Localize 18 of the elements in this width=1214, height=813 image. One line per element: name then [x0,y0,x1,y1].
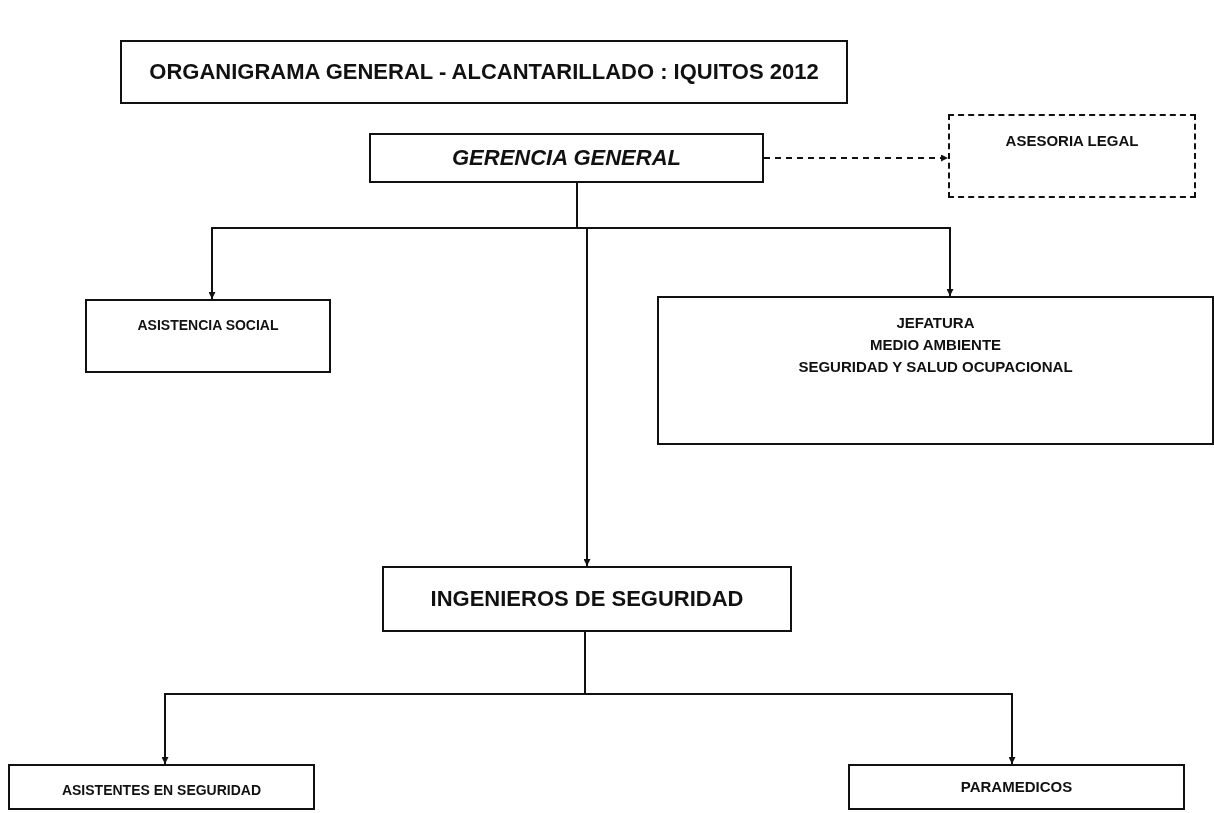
org-box [8,764,315,810]
org-box [369,133,764,183]
box-label: MEDIO AMBIENTE [869,334,1002,355]
box-label: ASISTENCIA SOCIAL [137,316,279,335]
box-label: ASISTENTES EN SEGURIDAD [61,781,262,800]
box-label: JEFATURA [896,313,975,333]
org-box [948,114,1196,198]
dashed-arrow [763,154,949,162]
org-box [382,566,792,632]
box-label: SEGURIDAD Y SALUD OCUPACIONAL [798,356,1073,377]
box-label: GERENCIA GENERAL [452,144,681,173]
box-label: PARAMEDICOS [960,777,1073,798]
org-box [85,299,331,373]
diagram-title: ORGANIGRAMA GENERAL - ALCANTARILLADO : IQUITOS 2012 [149,59,819,85]
org-box [657,296,1214,445]
org-box [848,764,1185,810]
box-label: INGENIEROS DE SEGURIDAD [430,585,744,614]
box-label: ASESORIA LEGAL [1005,131,1139,151]
